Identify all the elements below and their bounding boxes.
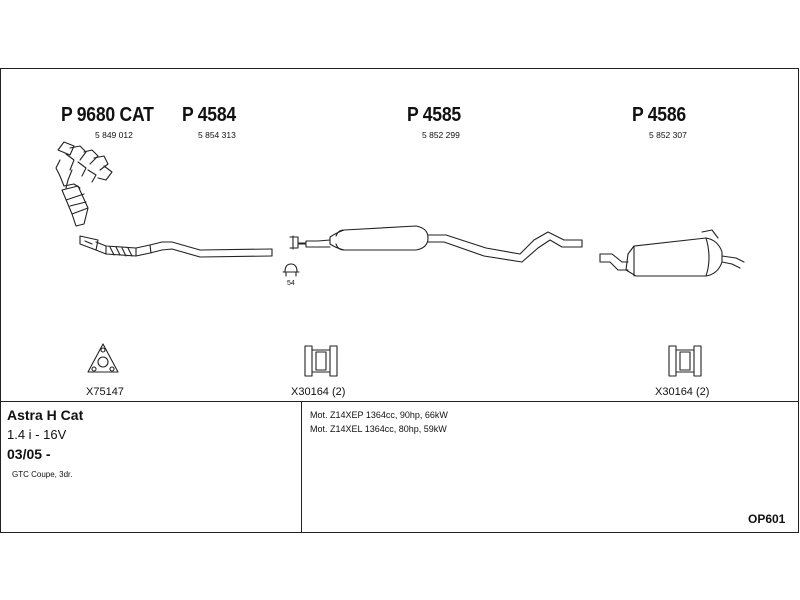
vehicle-body-type: GTC Coupe, 3dr. [12,470,73,479]
motor-spec-1: Mot. Z14XEP 1364cc, 90hp, 66kW [310,410,448,420]
vehicle-model: Astra H Cat [7,407,84,423]
middle-silencer-part [289,225,583,263]
diagram-code: OP601 [748,512,786,526]
manifold-catalyst-part [55,141,113,227]
part-ref-cat: 5 849 012 [95,130,133,140]
motor-spec-2: Mot. Z14XEL 1364cc, 80hp, 59kW [310,424,447,434]
rubber-hanger-icon [668,345,702,377]
clamp-part [282,263,300,277]
divider-horizontal [0,401,799,402]
part-number-rear-silencer: P 4586 [632,104,686,126]
vehicle-engine: 1.4 i - 16V [7,427,67,442]
rubber-hanger-icon [304,345,338,377]
part-ref-rear-silencer: 5 852 307 [649,130,687,140]
gasket-part-label: X75147 [86,386,124,398]
part-ref-middle-silencer: 5 852 299 [422,130,460,140]
hanger-part-label-rear: X30164 (2) [655,386,710,398]
clamp-size-label: 54 [287,280,295,287]
part-number-cat: P 9680 CAT [61,104,154,126]
part-ref-front-pipe: 5 854 313 [198,130,236,140]
vehicle-date: 03/05 - [7,446,51,462]
part-number-front-pipe: P 4584 [182,104,236,126]
hanger-part-label-middle: X30164 (2) [291,386,346,398]
rear-silencer-part [599,229,745,277]
front-pipe-part [79,235,273,258]
gasket-triangle-icon [87,343,119,373]
diagram-frame [0,68,799,533]
part-number-middle-silencer: P 4585 [407,104,461,126]
divider-vertical [301,401,302,532]
